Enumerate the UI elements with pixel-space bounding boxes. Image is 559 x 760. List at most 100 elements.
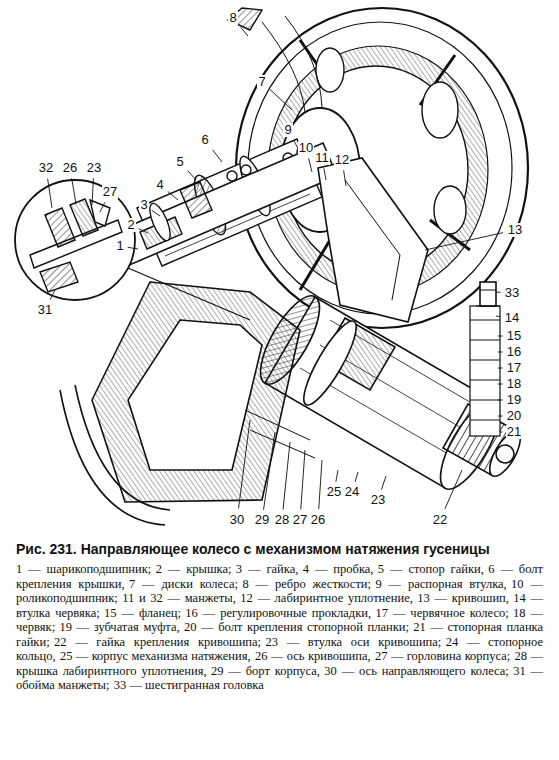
callout-number: 31 [37,303,53,317]
leader-line [324,168,326,180]
leader-line [72,178,76,204]
parts-list-entry: 26 — ось кривошипа, [255,649,371,663]
leader-line [496,316,501,318]
leader-line [498,368,503,369]
leader-line [425,233,503,250]
leader-line [498,400,503,401]
callout-number: 28 [274,513,290,527]
callout-number: 9 [283,123,292,137]
callout-number: 7 [257,75,266,89]
parts-list-entry: 13 — кривошип, [417,591,509,605]
callout-number: 19 [506,393,522,407]
parts-list-entry: 7 — диски колеса; [129,577,238,591]
hull-bracket [60,282,315,525]
callout-number: 29 [254,513,270,527]
leader-line [168,192,178,201]
callout-number: 23 [370,493,386,507]
parts-list-entry: 11 и 32 — манжеты, [122,591,236,605]
tensioner-housing [249,282,526,497]
parts-list-entry: 30 — ось направляющего колеса; [324,664,508,678]
parts-list-entry: 20 — болт крепления стопорной планки; [184,620,409,634]
callout-number: 33 [504,286,520,300]
leader-lines [0,0,559,540]
leader-line [152,210,160,216]
parts-list-entry: 2 — крышка; [156,562,232,576]
parts-list-entry: 25 — корпус механизма натяжения, [60,649,251,663]
leader-line [496,292,501,293]
callout-number: 20 [506,409,522,423]
leader-line [239,420,250,508]
parts-list-entry: 4 — пробка, [303,562,374,576]
callout-number: 18 [506,377,522,391]
detail-inset [15,180,250,320]
leader-line [498,352,503,353]
callout-number: 26 [310,513,326,527]
parts-list-entry: 9 — распорная втулка, [375,577,506,591]
callout-number: 8 [228,11,237,25]
leader-line [301,450,305,510]
callout-number: 4 [155,178,164,192]
callout-number: 32 [38,161,54,175]
leader-line [309,158,312,172]
parts-list-entry: 3 — гайка, [236,562,299,576]
parts-list-entry: 17 — червячное колесо; [375,606,508,620]
leader-line [48,179,52,208]
callout-number: 3 [139,198,148,212]
parts-list-entry: 12 — лабиринтное уплотнение, [240,591,413,605]
leader-line [445,470,462,509]
parts-list-entry: 1 — шарикоподшипник; [16,562,151,576]
leader-line [498,384,503,385]
leader-line [264,432,275,510]
leader-line [188,171,196,180]
callout-number: 30 [229,513,245,527]
leader-line [92,178,93,205]
leader-line [50,290,55,300]
callout-number: 26 [62,161,78,175]
callout-number: 12 [334,153,350,167]
parts-list-entry: 33 — шестигранная головка [114,678,264,692]
callout-number: 13 [507,223,523,237]
leader-line [283,442,290,510]
callout-number: 27 [292,513,308,527]
callout-number: 5 [175,155,184,169]
leader-line [344,170,346,186]
leader-line [100,202,105,212]
callout-number: 27 [102,185,118,199]
parts-list-entry: 15 — фланец; [104,606,181,620]
leader-line [241,27,248,36]
crank [318,158,428,322]
leader-line [319,460,322,509]
leader-line [498,416,503,417]
callout-number: 10 [298,141,314,155]
callout-number: 15 [506,329,522,343]
callout-number: 11 [314,151,330,165]
figure-caption: Рис. 231. Направляющее колесо с механизм… [16,540,543,693]
parts-list-entry: 16 — регулировочные прокладки, [185,606,371,620]
leader-line [381,476,386,490]
parts-list-entry: 19 — зубчатая муфта, [60,620,180,634]
callout-number: 16 [506,345,522,359]
callout-number: 14 [504,311,520,325]
leader-line [336,470,338,482]
illustration [0,0,559,540]
parts-list-entry: 8 — ребро жесткости; [242,577,371,591]
callout-number: 25 [326,485,342,499]
callout-number: 6 [200,133,209,147]
parts-list-entry: 29 — борт корпуса, [211,664,320,678]
callout-number: 24 [344,485,360,499]
axle-and-hub [106,139,337,270]
leader-line [498,336,503,337]
leader-line [213,150,222,162]
callout-number: 21 [506,425,522,439]
callout-number: 23 [86,161,102,175]
parts-list-entry: 5 — стопор гайки, [378,562,484,576]
caption-title: Рис. 231. Направляющее колесо с механизм… [16,541,490,557]
leader-line [139,229,148,233]
callout-number: 17 [506,361,522,375]
callout-number: 22 [432,513,448,527]
callout-number: 1 [115,239,124,253]
leader-line [270,89,292,110]
leader-line [500,432,503,433]
leader-line [355,472,358,482]
